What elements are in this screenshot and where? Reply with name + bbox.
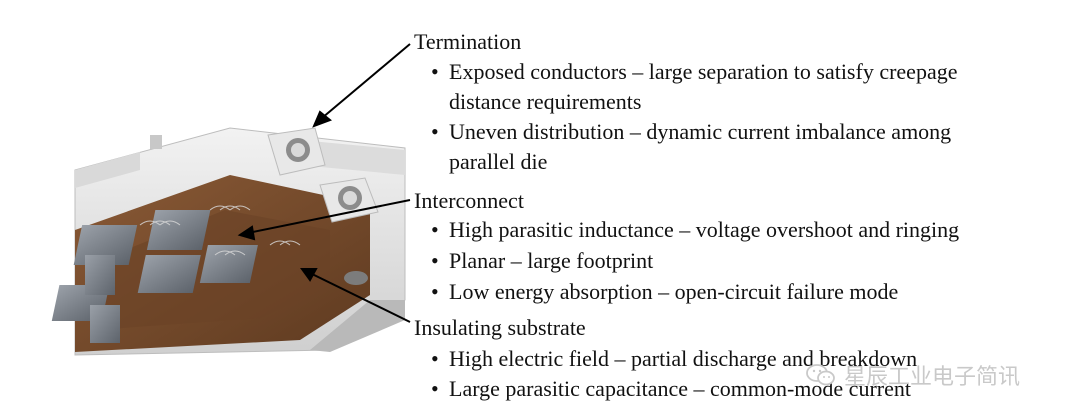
interconnect-bullet-2-text: Planar – large footprint (449, 248, 654, 273)
termination-bullet-1-text: Exposed conductors – large separation to… (449, 59, 958, 84)
semiconductor-dies (51, 210, 258, 343)
interconnect-bullet-1-text: High parasitic inductance – voltage over… (449, 217, 960, 242)
substrate-bullet-1: • High electric field – partial discharge… (431, 347, 917, 371)
bond-wires (139, 205, 301, 256)
wechat-icon (806, 364, 835, 386)
leader-arrows (237, 43, 411, 323)
bullet-dot: • (431, 346, 439, 371)
termination-heading: Termination (414, 29, 522, 54)
bullet-dot: • (431, 59, 439, 84)
termination-bullet-1-continuation: distance requirements (449, 89, 642, 114)
termination-bullet-2-text: Uneven distribution – dynamic current im… (449, 119, 952, 144)
bullet-dot: • (431, 248, 439, 273)
substrate-bullet-1-text: High electric field – partial discharge … (449, 346, 918, 371)
interconnect-bullet-3: • Low energy absorption – open-circuit fa… (431, 280, 898, 304)
bullet-dot: • (431, 376, 439, 401)
bullet-dot: • (431, 279, 439, 304)
termination-bullet-1: • Exposed conductors – large separation t… (431, 60, 957, 84)
bullet-dot: • (431, 217, 439, 242)
interconnect-bullet-2: • Planar – large footprint (431, 249, 653, 273)
termination-bullet-2-continuation: parallel die (449, 149, 548, 174)
interconnect-heading: Interconnect (414, 188, 524, 213)
watermark-text: 星辰工业电子简讯 (844, 365, 1021, 390)
watermark: 星辰工业电子简讯 (806, 362, 1021, 390)
bullet-dot: • (431, 119, 439, 144)
interconnect-bullet-1: • High parasitic inductance – voltage ove… (431, 218, 959, 242)
termination-bullet-2: • Uneven distribution – dynamic current i… (431, 120, 951, 144)
interconnect-bullet-3-text: Low energy absorption – open-circuit fai… (449, 279, 899, 304)
screw-terminals (267, 127, 379, 285)
insulating-substrate-heading: Insulating substrate (414, 315, 586, 340)
